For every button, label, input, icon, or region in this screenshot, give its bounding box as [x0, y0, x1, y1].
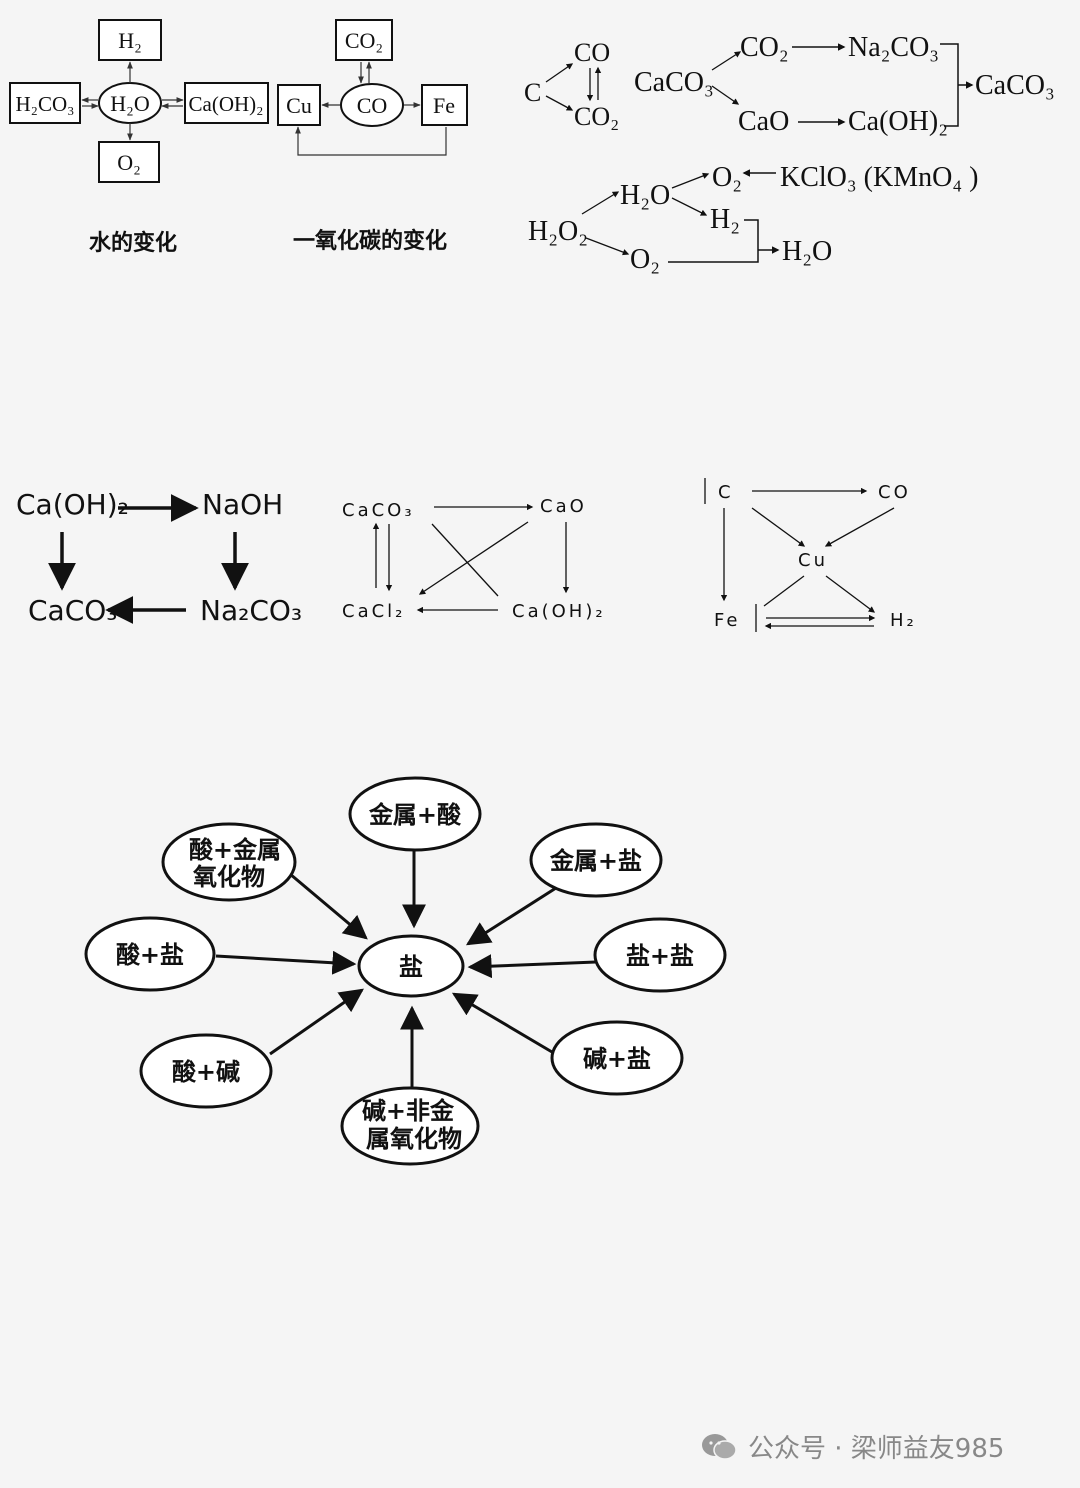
cu-c-label: C	[718, 482, 731, 503]
salt-node-salt-salt	[593, 917, 727, 993]
cycle-caoh2-label: Ca(OH)₂	[848, 106, 948, 137]
base-naoh-label: NaOH	[202, 488, 283, 521]
calcium-cycle: CaCO₃ CaO CaCl₂ Ca(OH)₂	[342, 496, 606, 622]
cycle-product-label: CaCO₃	[975, 70, 1055, 101]
oxygen-cycle: H₂O₂ H₂O O₂ KClO₃ (KMnO₄ ) H₂ O₂ H₂O	[528, 162, 978, 275]
salt-node-base-salt	[550, 1020, 684, 1096]
water-right-label: Ca(OH)₂	[189, 92, 264, 116]
water-left-label: H₂CO₃	[16, 92, 75, 116]
ox-o2-top-label: O₂	[712, 162, 742, 193]
salt-node-acid-salt	[84, 916, 216, 992]
cycle-cao-label: CaO	[738, 106, 789, 137]
arrow-salt-salt	[467, 954, 597, 979]
base-na2co3-label: Na₂CO₃	[200, 594, 302, 627]
base-cycle: Ca(OH)₂ NaOH CaCO₃ Na₂CO₃	[16, 488, 302, 627]
ox-h2-label: H₂	[710, 204, 740, 235]
cu-cu-label: Cu	[798, 550, 828, 571]
arrow-acid-base	[269, 988, 364, 1056]
co-right-label: Fe	[433, 93, 455, 118]
arrow-acid-metaloxide	[289, 872, 368, 940]
salt-node-label-line1: 碱+非金	[362, 1097, 455, 1125]
copper-cycle: C CO Cu Fe H₂	[704, 478, 917, 632]
salt-node-label: 金属+盐	[549, 847, 642, 875]
salt-node-label: 金属+酸	[368, 801, 462, 829]
arrow-acid-salt	[215, 950, 357, 975]
salt-node-metal-acid	[348, 776, 482, 852]
salt-node-label: 碱+盐	[583, 1045, 651, 1073]
cu-co-label: CO	[878, 482, 911, 503]
water-top-label: H₂	[118, 28, 142, 53]
carbon-co2-label: CO₂	[574, 102, 619, 131]
salt-node-label: 盐+盐	[626, 942, 694, 970]
salt-node-label: 酸+碱	[172, 1058, 240, 1086]
cycle-na2co3-label: Na₂CO₃	[848, 32, 939, 63]
ca-caoh2-label: Ca(OH)₂	[512, 601, 606, 622]
salt-node-label: 酸+盐	[116, 941, 184, 969]
salt-center-node	[357, 934, 465, 998]
ox-kclo3-label: KClO₃ (KMnO₄ )	[780, 162, 978, 193]
salt-node-label-line2: 氧化物	[193, 863, 265, 891]
co-top-label: CO₂	[345, 28, 383, 53]
ox-h2o2-label: H₂O₂	[528, 216, 588, 247]
salt-node-label-line2: 属氧化物	[366, 1125, 462, 1153]
wechat-icon	[700, 1432, 738, 1462]
carbon-co-label: CO	[574, 38, 610, 67]
water-bottom-label: O₂	[117, 150, 141, 175]
base-caoh2-label: Ca(OH)₂	[16, 488, 129, 521]
co-caption: 一氧化碳的变化	[293, 228, 447, 254]
cu-fe-label: Fe	[714, 610, 740, 631]
arrow-metal-salt	[465, 886, 557, 946]
ox-o2-bottom-label: O₂	[630, 244, 660, 275]
carbon-triangle: C CO CO₂	[524, 38, 619, 131]
salt-node-acid-metal-oxide	[161, 822, 297, 902]
ca-cacl2-label: CaCl₂	[342, 601, 405, 622]
co-center-label: CO	[357, 93, 388, 118]
watermark-text: 公众号 · 梁师益友985	[748, 1434, 1005, 1464]
salt-node-base-nonmetal-oxide	[340, 1086, 480, 1166]
water-caption: 水的变化	[89, 230, 177, 256]
caco3-cycle: CaCO₃ CO₂ Na₂CO₃ CaO Ca(OH)₂ CaCO₃	[634, 32, 1055, 137]
cu-h2-label: H₂	[890, 610, 917, 631]
ox-h2o-label: H₂O	[620, 180, 670, 211]
cycle-caco3-label: CaCO₃	[634, 67, 714, 98]
salt-web: 盐 金属+酸 金属+盐 盐+盐 碱+盐 碱+非金 属氧化物 酸+碱 酸+盐 酸+…	[84, 776, 727, 1166]
co-diagram: CO₂ Cu Fe CO 一氧化碳的变化	[277, 19, 468, 254]
carbon-c-label: C	[524, 78, 541, 107]
salt-node-acid-base	[139, 1033, 273, 1109]
salt-node-metal-salt	[529, 822, 663, 898]
arrow-base-salt	[451, 992, 553, 1054]
water-center-label: H₂O	[110, 91, 149, 116]
ox-h2o-product-label: H₂O	[782, 236, 832, 267]
water-diagram: H₂ O₂ H₂CO₃ Ca(OH)₂ H₂O 水的变化	[9, 19, 269, 256]
salt-center-label: 盐	[399, 953, 423, 981]
cycle-co2-label: CO₂	[740, 32, 789, 63]
watermark: 公众号 · 梁师益友985	[700, 1428, 1004, 1465]
salt-node-label-line1: 酸+金属	[189, 836, 281, 864]
base-caco3-label: CaCO₃	[28, 594, 118, 627]
ca-cao-label: CaO	[540, 496, 587, 517]
co-left-label: Cu	[286, 93, 312, 118]
ca-caco3-label: CaCO₃	[342, 500, 415, 521]
